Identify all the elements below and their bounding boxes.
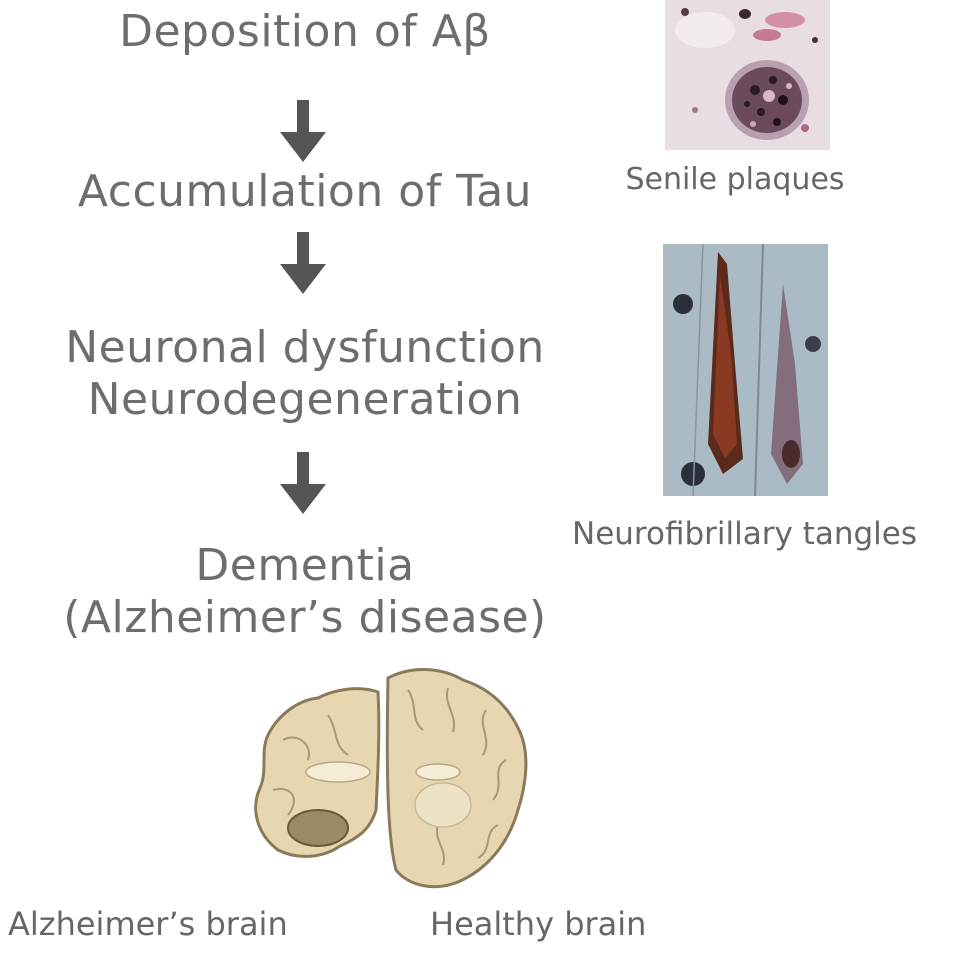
neurofibrillary-tangles-image — [663, 244, 828, 496]
step-line: Deposition of Aβ — [0, 6, 610, 58]
step-line: Dementia — [0, 540, 610, 592]
brain-section-icon — [238, 660, 538, 892]
senile-plaques-caption: Senile plaques — [600, 162, 870, 198]
step-line: Neuronal dysfunction — [0, 322, 610, 374]
healthy-brain-caption: Healthy brain — [430, 906, 690, 942]
step-line: Accumulation of Tau — [0, 166, 610, 218]
step-dementia: Dementia (Alzheimer’s disease) — [0, 540, 610, 644]
down-arrow-icon — [278, 452, 328, 516]
neurofibrillary-tangles-caption: Neurofibrillary tangles — [530, 516, 959, 552]
step-deposition-abeta: Deposition of Aβ — [0, 6, 610, 58]
step-line: Neurodegeneration — [0, 374, 610, 426]
alzheimers-brain-caption: Alzheimer’s brain — [0, 906, 348, 942]
down-arrow-icon — [278, 232, 328, 296]
senile-plaques-image — [665, 0, 830, 150]
step-neuronal-dysfunction: Neuronal dysfunction Neurodegeneration — [0, 322, 610, 426]
step-line: (Alzheimer’s disease) — [0, 592, 610, 644]
down-arrow-icon — [278, 100, 328, 164]
step-accumulation-tau: Accumulation of Tau — [0, 166, 610, 218]
